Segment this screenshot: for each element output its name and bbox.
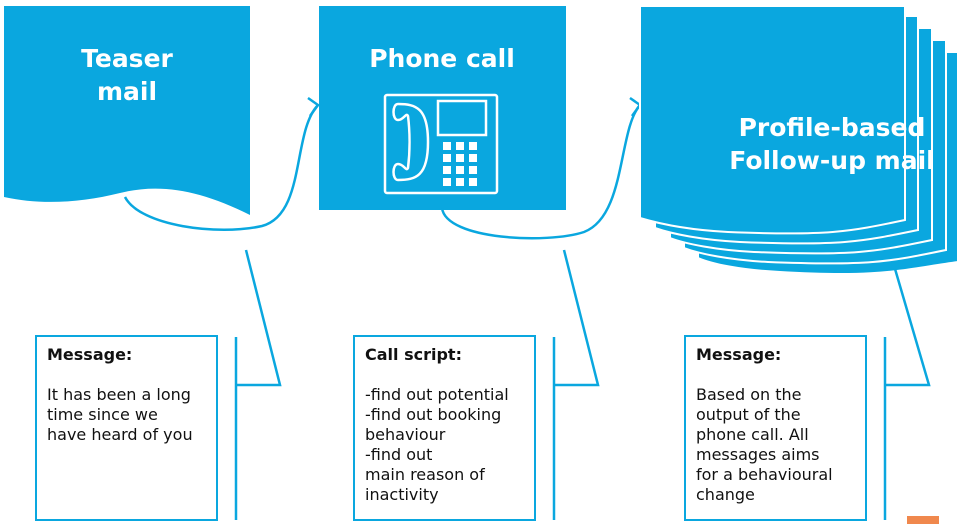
- note-body: Based on the output of the phone call. A…: [696, 385, 833, 504]
- slide-accent-marker: [907, 516, 939, 524]
- followup-mail-title-line-2: Follow-up mail: [729, 146, 934, 175]
- callout-connector-1: [234, 249, 282, 520]
- note-body: It has been a long time since we have he…: [47, 385, 193, 444]
- teaser-mail-title-line-1: Teaser: [81, 44, 173, 73]
- note-body: -find out potential -find out booking be…: [365, 385, 509, 504]
- call-script-note: Call script: -find out potential -find o…: [353, 335, 536, 521]
- arrow-teaser-to-phone: [123, 96, 320, 231]
- note-heading: Message:: [696, 345, 782, 364]
- note-heading: Message:: [47, 345, 133, 364]
- followup-mail-title-line-1: Profile-based: [739, 113, 926, 142]
- teaser-mail-shape: Teaser mail: [4, 6, 250, 215]
- teaser-message-note: Message: It has been a long time since w…: [35, 335, 218, 521]
- phone-call-shape: Phone call: [319, 6, 566, 210]
- note-heading: Call script:: [365, 345, 462, 364]
- callout-connector-3: [883, 261, 931, 520]
- followup-mail-shape: Profile-based Follow-up mail: [639, 5, 959, 276]
- followup-message-note: Message: Based on the output of the phon…: [684, 335, 867, 521]
- callout-connector-2: [552, 249, 600, 520]
- phone-call-title: Phone call: [369, 44, 515, 73]
- teaser-mail-title-line-2: mail: [97, 77, 157, 106]
- telephone-icon: [383, 93, 499, 195]
